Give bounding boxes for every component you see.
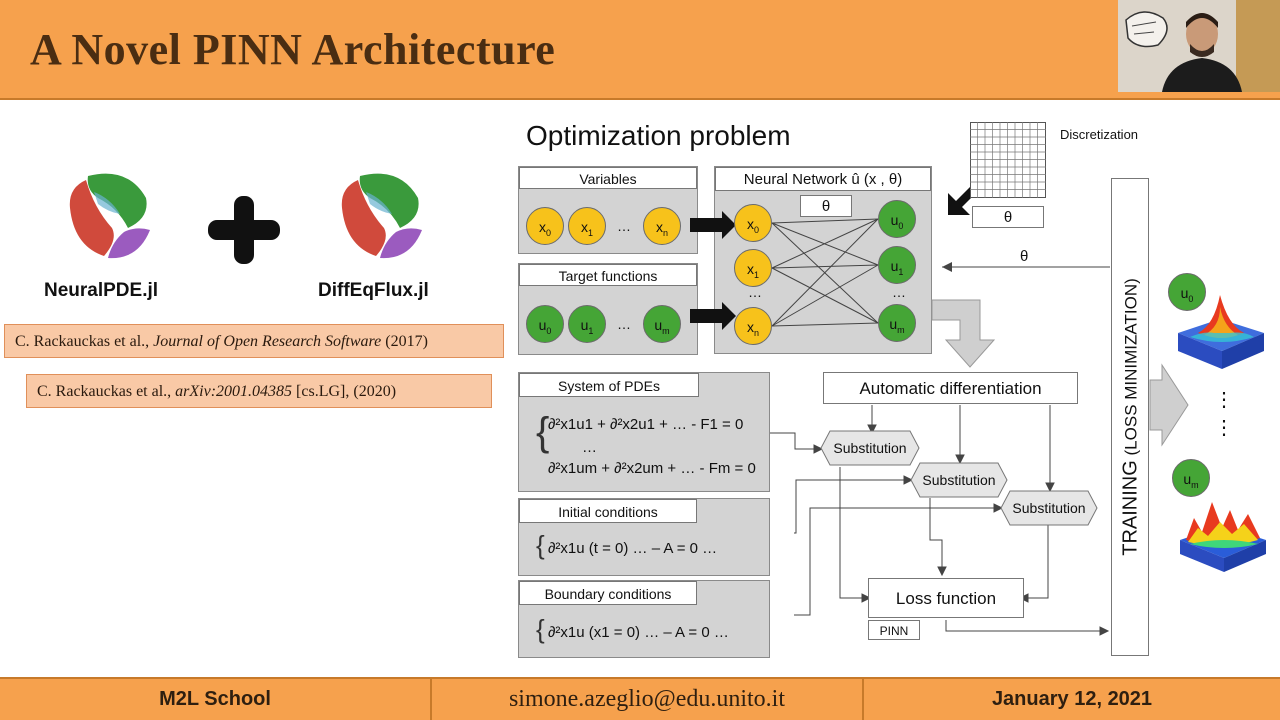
nn-input-xn: xn xyxy=(734,307,772,345)
substitution-1: Substitution xyxy=(833,440,907,456)
variables-header: Variables xyxy=(519,167,697,189)
ref1-venue: Journal of Open Research Software xyxy=(153,333,382,350)
substitution-2-shape xyxy=(910,462,1008,498)
ic-brace-icon: { xyxy=(536,530,545,560)
bc-brace-icon: { xyxy=(536,614,545,644)
ref1-year: (2017) xyxy=(385,333,428,350)
footer-divider-1 xyxy=(430,679,432,720)
ref2-venue: arXiv:2001.04385 xyxy=(175,383,293,400)
ref2-authors: C. Rackauckas et al., xyxy=(37,383,172,400)
boundary-conditions-header: Boundary conditions xyxy=(519,581,697,605)
footer-divider-2 xyxy=(862,679,864,720)
discretization-label: Discretization xyxy=(1060,127,1139,142)
nn-output-u0: u0 xyxy=(878,200,916,238)
initial-condition-equation: ∂²x1u (t = 0) … – A = 0 … xyxy=(548,540,718,557)
variable-node-xn: xn xyxy=(643,207,681,245)
substitution-3: Substitution xyxy=(1012,500,1086,516)
footer-email[interactable]: simone.azeglio@edu.unito.it xyxy=(508,686,786,712)
result-node-um: um xyxy=(1172,459,1210,497)
reference-2[interactable]: C. Rackauckas et al., arXiv:2001.04385 [… xyxy=(26,374,492,408)
neuralpde-logo-icon xyxy=(69,173,150,259)
diagram-title: Optimization problem xyxy=(526,120,791,151)
footer-school: M2L School xyxy=(159,688,271,710)
autodiff-box: Automatic differentiation xyxy=(823,372,1078,404)
neuralpde-label: NeuralPDE.jl xyxy=(44,280,159,301)
loss-function-box: Loss function xyxy=(868,578,1024,618)
discretization-theta-box: θ xyxy=(972,206,1044,228)
targets-header: Target functions xyxy=(519,264,697,286)
diffeqflux-logo-icon xyxy=(341,173,422,259)
nn-output-dots: … xyxy=(892,284,906,300)
pde-system-header: System of PDEs xyxy=(519,373,699,397)
nn-input-x0: x0 xyxy=(734,204,772,242)
nn-input-dots: … xyxy=(748,284,762,300)
target-node-u1: u1 xyxy=(568,305,606,343)
nn-theta-box: θ xyxy=(800,195,852,217)
slide-header: A Novel PINN Architecture xyxy=(0,0,1280,100)
results-ellipsis-2: ⋮ xyxy=(1214,417,1234,439)
pinn-tag: PINN xyxy=(868,620,920,640)
substitution-2: Substitution xyxy=(922,472,996,488)
boundary-condition-equation: ∂²x1u (x1 = 0) … – A = 0 … xyxy=(548,624,729,641)
slide-title: A Novel PINN Architecture xyxy=(30,25,556,74)
targets-ellipsis: … xyxy=(617,316,631,332)
target-node-um: um xyxy=(643,305,681,343)
initial-conditions-header: Initial conditions xyxy=(519,499,697,523)
webcam-video xyxy=(1118,0,1280,92)
result-surface-plot-1-icon xyxy=(1178,295,1264,369)
training-box: TRAINING (LOSS MINIMIZATION) xyxy=(1111,178,1149,656)
target-node-u0: u0 xyxy=(526,305,564,343)
slide-footer: M2L School simone.azeglio@edu.unito.it J… xyxy=(0,677,1280,720)
variables-ellipsis: … xyxy=(617,218,631,234)
variable-node-x1: x1 xyxy=(568,207,606,245)
pde-equation-1: ∂²x1u1 + ∂²x2u1 + … - F1 = 0 xyxy=(548,416,744,433)
result-node-u0: u0 xyxy=(1168,273,1206,311)
ref1-authors: C. Rackauckas et al., xyxy=(15,333,150,350)
theta-feedback-label: θ xyxy=(1020,248,1029,265)
results-ellipsis: ⋮ xyxy=(1214,389,1234,411)
substitution-3-shape xyxy=(1000,490,1098,526)
nn-output-u1: u1 xyxy=(878,246,916,284)
result-surface-plot-2-icon xyxy=(1180,502,1266,572)
nn-output-um: um xyxy=(878,304,916,342)
pde-equation-dots: … xyxy=(582,439,597,456)
pde-brace-icon: { xyxy=(536,410,550,454)
pde-equation-m: ∂²x1um + ∂²x2um + … - Fm = 0 xyxy=(548,460,756,477)
variable-node-x0: x0 xyxy=(526,207,564,245)
footer-date: January 12, 2021 xyxy=(991,688,1153,710)
presenter-video-icon xyxy=(1118,0,1280,92)
discretization-grid-icon xyxy=(970,122,1046,198)
plus-icon xyxy=(208,196,280,264)
neural-network-header: Neural Network û (x , θ) xyxy=(715,167,931,191)
ref2-extra: [cs.LG], (2020) xyxy=(296,383,397,400)
reference-1[interactable]: C. Rackauckas et al., Journal of Open Re… xyxy=(4,324,504,358)
nn-input-x1: x1 xyxy=(734,249,772,287)
training-label: TRAINING (LOSS MINIMIZATION) xyxy=(1119,278,1142,556)
diffeqflux-label: DiffEqFlux.jl xyxy=(318,280,429,301)
substitution-1-shape xyxy=(820,430,920,466)
